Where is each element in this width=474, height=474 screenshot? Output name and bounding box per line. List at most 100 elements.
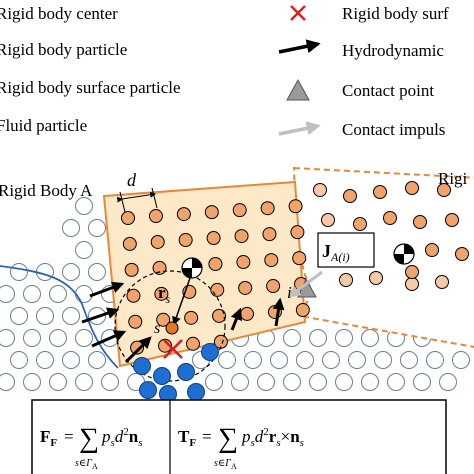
torque-lhs: TF <box>178 427 196 449</box>
rigid-body-b-particle <box>435 275 449 289</box>
rigid-body-particle <box>239 306 254 321</box>
rigid-body-b-particle <box>437 183 451 197</box>
rigid-body-b-particle <box>339 273 353 287</box>
rigid-body-particle <box>208 256 223 271</box>
force-rhs: psd2ns <box>101 426 143 449</box>
torque-sum-sign: ∑ <box>218 423 238 454</box>
rigid-body-particle <box>121 211 135 225</box>
rigid-body-particle <box>148 209 163 224</box>
fluid-particle <box>348 351 366 369</box>
rigid-body-particle <box>292 251 307 266</box>
force-sum-sub: s∈ΓA <box>75 458 98 471</box>
fluid-particle <box>36 263 54 281</box>
rigid-body-particle <box>288 199 303 214</box>
contact-point-triangle-icon <box>286 78 310 101</box>
fluid-particle <box>23 373 41 391</box>
force-equals: = <box>64 427 74 446</box>
fluid-particle <box>413 373 431 391</box>
rigid-body-particle <box>266 279 281 294</box>
fluid-particle <box>0 373 15 391</box>
fluid-particle <box>257 373 275 391</box>
rigid-body-b-particle <box>383 211 397 225</box>
rigid-body-particle <box>184 310 199 325</box>
fluid-particle <box>88 351 106 369</box>
fluid-particle <box>439 373 457 391</box>
fluid-particle <box>400 351 418 369</box>
fluid-particle <box>283 329 301 347</box>
fluid-particle <box>75 241 93 259</box>
fluid-particle <box>62 219 80 237</box>
legend-label-contact-impuls: Contact impuls <box>342 120 445 139</box>
blue-fluid-particles <box>133 343 219 403</box>
rigid-body-b-particle <box>405 265 419 279</box>
rigid-body-particle <box>178 233 193 248</box>
fluid-particle <box>49 329 67 347</box>
rigid-body-b-particle <box>413 215 427 229</box>
hydrodynamic-arrow-icon <box>278 39 321 54</box>
rigid-body-particle <box>124 262 139 277</box>
s-point-label: s <box>154 320 160 337</box>
rigid-body-particle <box>128 314 143 329</box>
rigid-body-a-center-icon <box>181 257 203 279</box>
rigid-body-b-center-icon <box>393 243 415 265</box>
rigid-body-a <box>102 180 310 368</box>
hydrodynamic-arrows <box>81 281 285 364</box>
fluid-particle <box>361 373 379 391</box>
rigid-body-b-particle <box>373 185 387 199</box>
rigid-body-particle <box>176 207 191 222</box>
fluid-particle <box>283 373 301 391</box>
fluid-particle <box>296 351 314 369</box>
rigid-body-particle <box>156 312 171 327</box>
rigid-body-particle <box>126 288 141 303</box>
fluid-particle <box>426 351 444 369</box>
rigid-body-particle <box>232 203 247 218</box>
fluid-particle <box>244 351 262 369</box>
fluid-particle <box>335 329 353 347</box>
hydrodynamic-arrow <box>230 307 243 331</box>
fluid-particle <box>0 285 15 303</box>
rigid-body-b-particle <box>343 189 357 203</box>
legend-label-hydrodynamic: Hydrodynamic <box>342 41 444 60</box>
spacing-d-marker: d <box>116 170 158 213</box>
rigid-body-particle <box>260 201 275 216</box>
legend-label-rigid-body-center: Rigid body center <box>0 4 118 23</box>
impulse-label-box: JA(i) <box>317 232 375 268</box>
rigid-body-particle <box>290 225 305 240</box>
rigid-body-b-particle <box>425 243 439 257</box>
fluid-particle <box>49 373 67 391</box>
rigid-body-b-label: Rigi <box>438 169 468 188</box>
rigid-body-b-particle <box>313 183 327 197</box>
rigid-body-particle <box>236 255 251 270</box>
fluid-particle <box>36 307 54 325</box>
fluid-particle <box>374 351 392 369</box>
surface-cross-icon <box>163 339 183 359</box>
hydrodynamic-arrow <box>89 281 125 298</box>
fluid-particles <box>0 197 470 391</box>
hydrodynamic-arrow <box>272 297 285 327</box>
legend-label-rigid-body-particle: Rigid body particle <box>0 40 127 59</box>
force-sum-sign: ∑ <box>79 423 99 454</box>
hydrodynamic-arrow <box>124 336 152 364</box>
fluid-particle <box>36 351 54 369</box>
legend-label-rigid-body-surface-particle: Rigid body surface particle <box>0 78 181 97</box>
fluid-particle <box>23 329 41 347</box>
fluid-particle <box>270 351 288 369</box>
equation-box: FF = ∑ s∈ΓA psd2ns TF = ∑ s∈ΓA psd2rs×ns <box>31 399 447 474</box>
rigid-body-a-label: Rigid Body A <box>0 181 93 200</box>
rigid-body-b-particle <box>369 271 383 285</box>
rigid-body-particle <box>152 260 167 275</box>
rigid-body-particle <box>210 282 225 297</box>
fluid-particle <box>231 373 249 391</box>
rigid-body-b-particle <box>405 181 419 195</box>
fluid-particle <box>0 329 15 347</box>
legend-label-fluid-particle: Fluid particle <box>0 116 87 135</box>
fluid-particle <box>88 263 106 281</box>
rigid-body-particle <box>154 286 169 301</box>
rigid-body-particle <box>238 280 253 295</box>
hydrodynamic-arrow <box>91 330 127 348</box>
torque-sum-sub: s∈ΓA <box>214 458 237 471</box>
rigid-body-b-particle <box>455 247 469 261</box>
force-lhs: FF <box>40 427 57 449</box>
fluid-particle <box>75 373 93 391</box>
fluid-particle <box>10 263 28 281</box>
